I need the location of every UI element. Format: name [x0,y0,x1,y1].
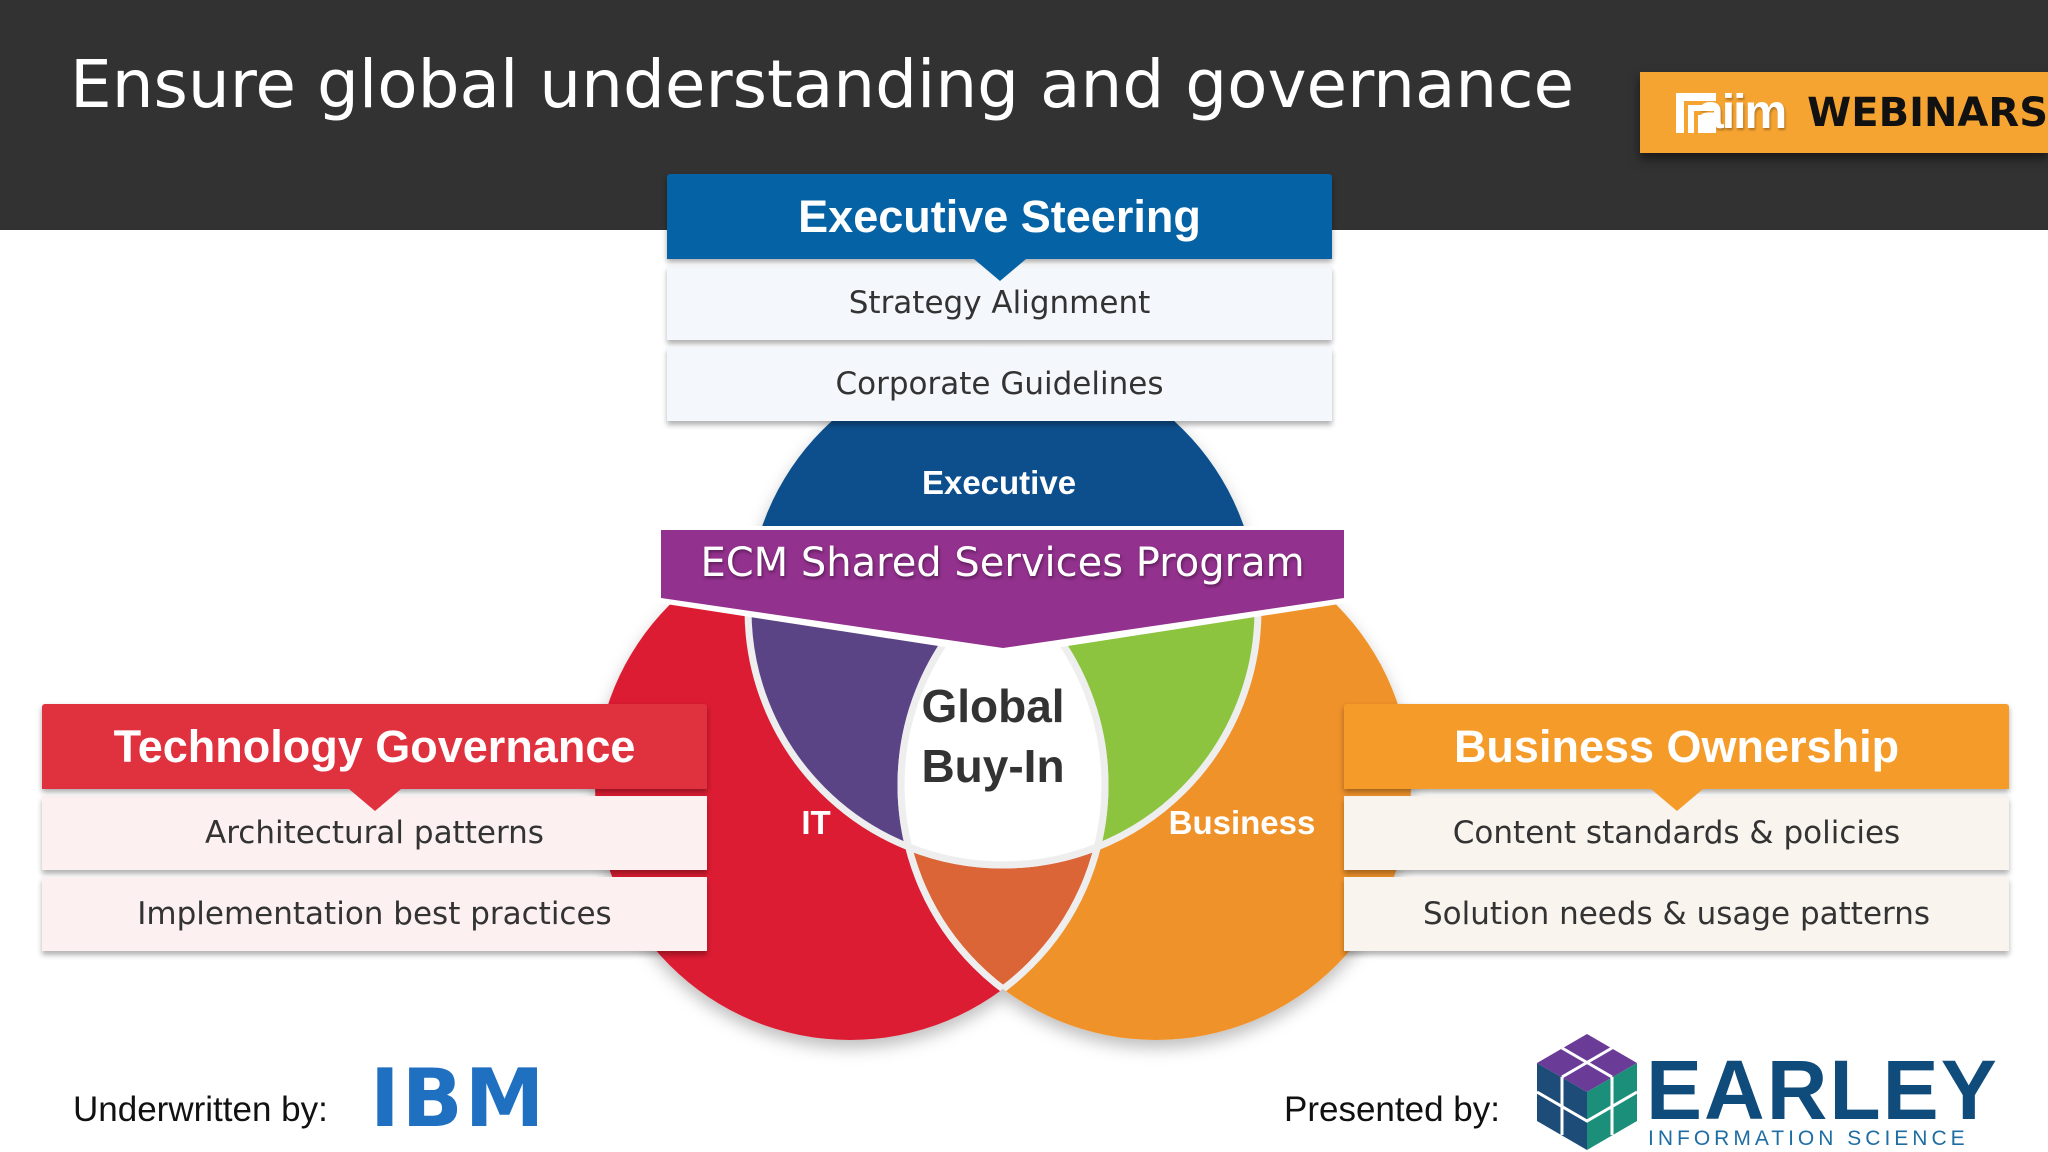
earley-cube-icon [1537,1034,1637,1150]
ibm-logo-text: IBM [370,1052,547,1145]
ecm-program-label: ECM Shared Services Program [700,540,1305,586]
global-text: Global [921,680,1065,732]
it-label: IT [801,804,831,841]
aiim-webinars-logo: aiim WEBINARS [1640,72,2048,153]
list-item: Corporate Guidelines [667,347,1332,421]
underwritten-label: Underwritten by: [73,1090,328,1129]
technology-governance-header: Technology Governance [42,704,707,811]
webinars-label: WEBINARS [1807,89,2048,136]
technology-governance-panel: Technology Governance Architectural patt… [42,704,707,951]
business-ownership-panel: Business Ownership Content standards & p… [1344,704,2009,951]
global-buy-in-label: Global Buy-In [921,676,1064,796]
business-label: Business [1168,804,1316,841]
earley-logo-text: EARLEY [1646,1043,1999,1137]
business-ownership-header: Business Ownership [1344,704,2009,811]
ecm-program-banner [653,526,1352,656]
list-item: Implementation best practices [42,877,707,951]
presented-label: Presented by: [1284,1090,1500,1129]
executive-label: Executive [921,464,1077,501]
aiim-mark-icon [1676,92,1716,133]
ibm-logo: IBM [370,1058,546,1140]
slide-title: Ensure global understanding and governan… [70,46,1575,123]
executive-steering-panel: Executive Steering Strategy Alignment Co… [667,174,1332,421]
list-item: Solution needs & usage patterns [1344,877,2009,951]
buy-in-text: Buy-In [921,740,1065,792]
executive-steering-header: Executive Steering [667,174,1332,281]
earley-subtitle: INFORMATION SCIENCE [1648,1127,1969,1150]
